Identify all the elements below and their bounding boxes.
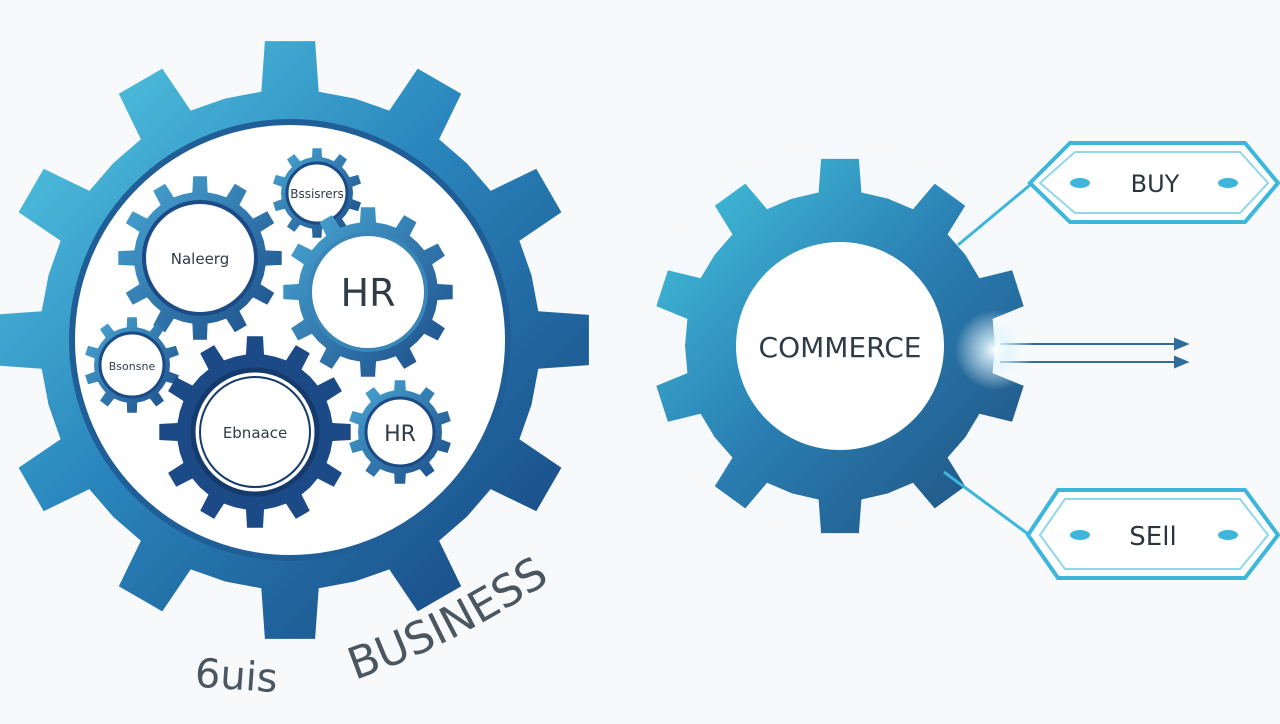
lens-flare	[955, 310, 1035, 390]
business-gear	[0, 41, 589, 639]
commerce-gear-center	[736, 242, 944, 450]
arrow-head-1	[1174, 337, 1190, 351]
dot-icon	[1070, 530, 1090, 540]
connectors	[943, 183, 1031, 536]
commerce-gear: COMMERCE	[656, 158, 1024, 534]
dot-icon	[1070, 178, 1090, 188]
sell-tag[interactable]: SEll	[1025, 488, 1280, 580]
inner-gear-label: Bsonsne	[109, 360, 156, 373]
inner-gear-hr-large: HR	[283, 207, 453, 377]
inner-gear-hr-small: HR	[349, 380, 451, 484]
hr-label: HR	[341, 271, 396, 315]
sell-connector	[943, 470, 1029, 536]
inner-gear-label: Naleerg	[171, 250, 229, 268]
buy-tag[interactable]: BUY	[1027, 141, 1280, 224]
buy-connector	[957, 183, 1031, 247]
inner-gear-bottom-large: Ebnaace	[159, 336, 351, 528]
inner-gear-left-small: Bsonsne	[85, 317, 179, 413]
dot-icon	[1218, 530, 1238, 540]
dot-icon	[1218, 178, 1238, 188]
inner-gear-label: Ebnaace	[223, 424, 287, 442]
hr-label: HR	[384, 422, 416, 447]
inner-gear-left-mid: Naleerg	[118, 176, 282, 340]
arrow-head-2	[1174, 355, 1190, 369]
inner-gear-top-small: Bssisrers	[273, 148, 361, 238]
buy-label: BUY	[1131, 170, 1180, 198]
caption-left: 6uis	[193, 651, 279, 703]
commerce-label: COMMERCE	[759, 331, 922, 364]
sell-label: SEll	[1129, 522, 1176, 552]
inner-gear-label: Bssisrers	[290, 187, 344, 201]
